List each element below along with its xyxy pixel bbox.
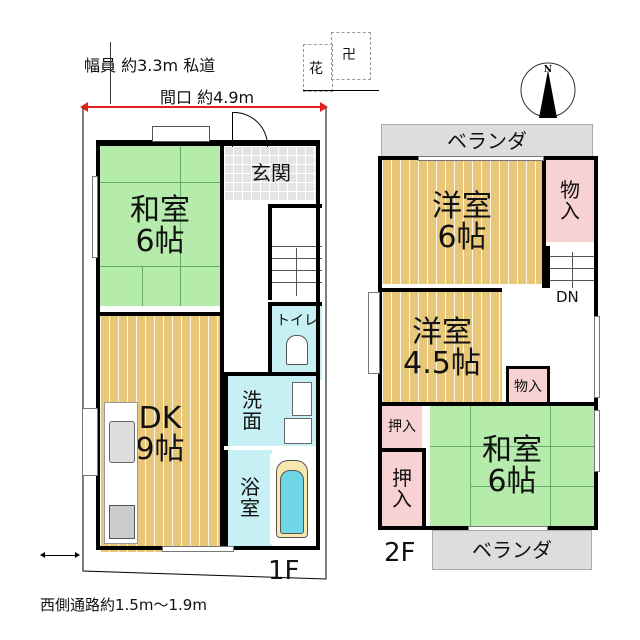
- room-name: 押入: [388, 418, 416, 435]
- lot-outline-1f: [82, 108, 327, 580]
- room-genkan: 玄関: [224, 146, 318, 200]
- window: [82, 408, 98, 476]
- room-oshiire-small: 押入: [382, 406, 422, 448]
- west-passage-arrow: [42, 555, 78, 556]
- floor-label-1f: 1F: [268, 556, 300, 586]
- compass-icon: N: [520, 62, 576, 118]
- room-washitsu-1f: 和室 6帖: [100, 146, 220, 306]
- window: [152, 126, 210, 142]
- svg-text:N: N: [544, 65, 552, 75]
- veranda-top: ベランダ: [381, 124, 593, 158]
- flower-box: [303, 44, 333, 92]
- bathtub-icon: [270, 454, 314, 544]
- room-name: DK: [138, 400, 182, 436]
- window: [92, 176, 98, 258]
- flower-mark: 花: [309, 61, 323, 77]
- frontage-arrow-head-left: [80, 102, 88, 112]
- toilet-icon: [286, 334, 308, 365]
- washer-icon: [284, 418, 312, 444]
- temple-box: [331, 32, 371, 80]
- window: [594, 410, 600, 472]
- stairs-1f: [268, 204, 322, 300]
- washbasin-icon: [292, 382, 312, 416]
- road-width-label: 幅員 約3.3m 私道: [84, 56, 216, 75]
- window: [594, 316, 600, 398]
- room-washitsu-2f: 和室 6帖: [430, 406, 594, 526]
- room-name: 洋室: [412, 314, 472, 350]
- room-name-line1: 押: [392, 466, 412, 490]
- room-oshiire-big: 押 入: [382, 452, 422, 526]
- room-yoshitsu-45: 洋室 4.5帖: [382, 288, 502, 404]
- stairs-2f: [546, 246, 598, 288]
- room-name: 和室: [130, 192, 190, 228]
- frontage-arrow-head-right: [320, 102, 328, 112]
- floor-label-2f: 2F: [384, 538, 416, 568]
- frontage-label: 間口 約4.9m: [160, 88, 255, 107]
- hallway-1f: [224, 200, 268, 376]
- floor-plan-1f: 和室 6帖 玄関 トイレ DK 9帖 洗 面 浴 室: [82, 126, 322, 552]
- room-name: 和室: [482, 432, 542, 468]
- room-size: 6帖: [437, 220, 487, 255]
- room-monoire-mid: 物入: [506, 366, 550, 405]
- room-yoshitsu-6: 洋室 6帖: [382, 160, 542, 284]
- veranda-bottom: ベランダ: [432, 530, 592, 570]
- room-senmen: 洗 面: [224, 372, 318, 446]
- stove-icon: [109, 505, 135, 539]
- veranda-label: ベランダ: [472, 537, 552, 562]
- room-monoire-top: 物 入: [546, 160, 594, 242]
- window: [368, 292, 380, 374]
- room-name-line1: 洗: [242, 388, 262, 412]
- window: [418, 156, 544, 161]
- room-name-line2: 入: [392, 487, 412, 511]
- temple-mark: 卍: [342, 47, 356, 63]
- floor-plan-2f: 洋室 6帖 物 入 DN 洋室 4.5帖 物入 押入 押 入 和室 6帖: [368, 156, 600, 531]
- room-name: 物入: [514, 378, 542, 395]
- room-name-line1: 物: [560, 178, 580, 202]
- boundary-line: [303, 90, 379, 91]
- stairs-direction: DN: [556, 288, 579, 306]
- veranda-label: ベランダ: [447, 128, 527, 153]
- room-yokushitsu: 浴 室: [224, 450, 272, 546]
- window: [162, 546, 234, 552]
- room-name: 洋室: [432, 188, 492, 224]
- room-name-line2: 面: [242, 409, 262, 433]
- room-name-line2: 室: [240, 496, 260, 520]
- room-name-line2: 入: [560, 199, 580, 223]
- room-name-line1: 浴: [240, 475, 260, 499]
- sink-icon: [109, 421, 135, 463]
- room-size: 9帖: [135, 432, 185, 467]
- west-passage-label: 西側通路約1.5m〜1.9m: [40, 596, 207, 614]
- room-size: 6帖: [135, 224, 185, 259]
- room-name: トイレ: [276, 313, 318, 329]
- road-width-arrow: [110, 42, 111, 104]
- room-size: 4.5帖: [403, 346, 481, 381]
- room-size: 6帖: [487, 464, 537, 499]
- frontage-arrow: [82, 106, 326, 108]
- room-toilet: トイレ: [268, 302, 322, 380]
- kitchen-counter: [104, 402, 138, 544]
- room-name: 玄関: [251, 160, 291, 185]
